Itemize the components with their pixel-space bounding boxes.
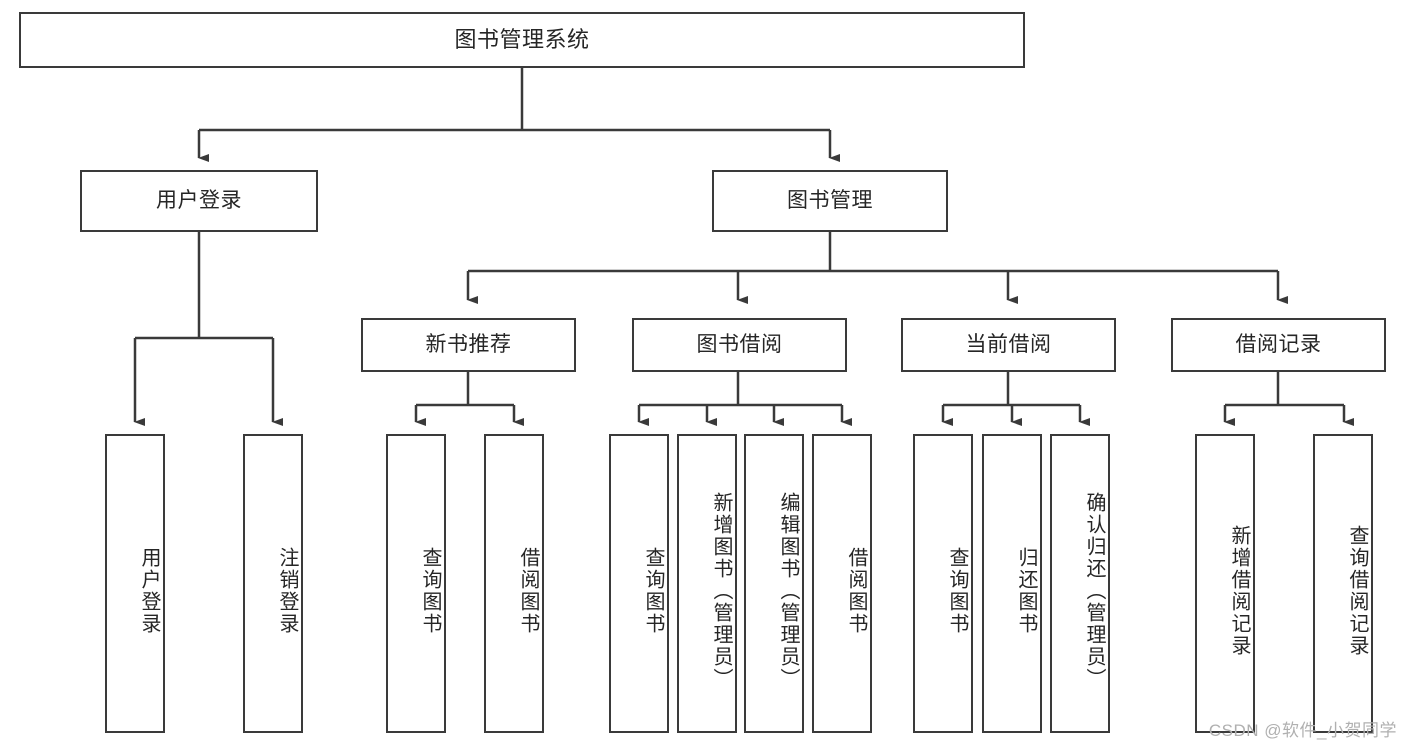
node-book-borrow[interactable]: 图书借阅 — [632, 318, 847, 372]
leaf-new-book-2[interactable]: 借阅图书 — [484, 434, 544, 733]
node-book-borrow-label: 图书借阅 — [696, 333, 783, 357]
node-borrow-record-label: 借阅记录 — [1235, 333, 1322, 357]
leaf-book-borrow-2-label: 新增图书（管理员） — [710, 491, 732, 690]
user-login-to-leaves-connectors — [133, 232, 283, 426]
leaf-current-borrow-1-label: 查询图书 — [946, 546, 968, 635]
new-book-to-leaves-connectors — [414, 372, 524, 426]
node-root-label: 图书管理系统 — [454, 26, 590, 52]
borrow-record-to-leaves-connectors — [1223, 372, 1354, 426]
leaf-book-borrow-3-label: 编辑图书（管理员） — [777, 491, 799, 690]
node-new-book-recommend[interactable]: 新书推荐 — [361, 318, 576, 372]
node-book-management[interactable]: 图书管理 — [712, 170, 948, 232]
leaf-book-borrow-4[interactable]: 借阅图书 — [812, 434, 872, 733]
leaf-book-borrow-1-label: 查询图书 — [642, 546, 664, 635]
leaf-user-login-2-label: 注销登录 — [276, 546, 298, 635]
leaf-book-borrow-3[interactable]: 编辑图书（管理员） — [744, 434, 804, 733]
leaf-current-borrow-3[interactable]: 确认归还（管理员） — [1050, 434, 1110, 733]
leaf-book-borrow-4-label: 借阅图书 — [845, 546, 867, 635]
leaf-borrow-record-2[interactable]: 查询借阅记录 — [1313, 434, 1373, 733]
node-user-login[interactable]: 用户登录 — [80, 170, 318, 232]
current-borrow-to-leaves-connectors — [941, 372, 1090, 426]
node-new-book-recommend-label: 新书推荐 — [425, 333, 512, 357]
book-mgmt-to-level3-connectors — [466, 232, 1288, 304]
leaf-book-borrow-1[interactable]: 查询图书 — [609, 434, 669, 733]
root-to-level2-connectors — [197, 68, 840, 162]
book-borrow-to-leaves-connectors — [637, 372, 852, 426]
node-user-login-label: 用户登录 — [156, 189, 242, 213]
leaf-current-borrow-2-label: 归还图书 — [1015, 546, 1037, 635]
leaf-user-login-1[interactable]: 用户登录 — [105, 434, 165, 733]
leaf-borrow-record-1[interactable]: 新增借阅记录 — [1195, 434, 1255, 733]
leaf-new-book-1-label: 查询图书 — [419, 546, 441, 635]
node-current-borrow-label: 当前借阅 — [965, 333, 1052, 357]
leaf-current-borrow-2[interactable]: 归还图书 — [982, 434, 1042, 733]
leaf-current-borrow-1[interactable]: 查询图书 — [913, 434, 973, 733]
leaf-user-login-1-label: 用户登录 — [138, 546, 160, 635]
leaf-borrow-record-1-label: 新增借阅记录 — [1228, 524, 1250, 657]
node-borrow-record[interactable]: 借阅记录 — [1171, 318, 1386, 372]
node-book-management-label: 图书管理 — [787, 189, 873, 213]
leaf-new-book-2-label: 借阅图书 — [517, 546, 539, 635]
leaf-borrow-record-2-label: 查询借阅记录 — [1346, 524, 1368, 657]
leaf-new-book-1[interactable]: 查询图书 — [386, 434, 446, 733]
leaf-book-borrow-2[interactable]: 新增图书（管理员） — [677, 434, 737, 733]
leaf-current-borrow-3-label: 确认归还（管理员） — [1083, 491, 1105, 690]
node-current-borrow[interactable]: 当前借阅 — [901, 318, 1116, 372]
node-root-system[interactable]: 图书管理系统 — [19, 12, 1025, 68]
leaf-user-login-2[interactable]: 注销登录 — [243, 434, 303, 733]
